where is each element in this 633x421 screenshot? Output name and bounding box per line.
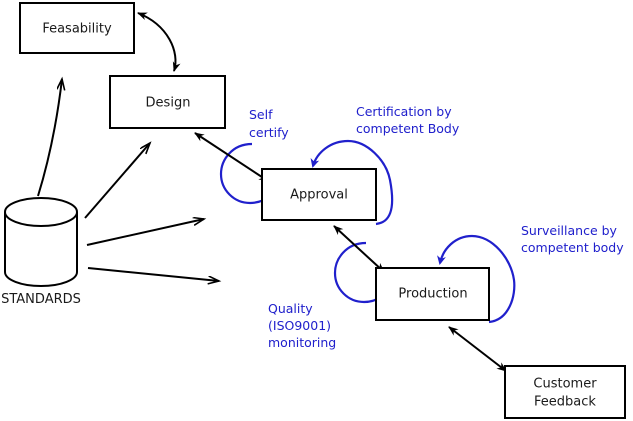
connector-approval-production bbox=[333, 225, 385, 273]
loop-label-self-certify: Self certify bbox=[249, 107, 289, 140]
loop-label-certification-line2: competent Body bbox=[356, 121, 460, 136]
node-production[interactable]: Production bbox=[375, 267, 490, 321]
loop-label-surveillance-line1: Surveillance by bbox=[521, 223, 618, 238]
loop-label-surveillance-by-competent-body: Surveillance by competent body bbox=[521, 223, 624, 255]
connector-design-approval bbox=[194, 132, 269, 182]
loop-label-certification-line1: Certification by bbox=[356, 104, 452, 119]
loop-label-self-certify-line2: certify bbox=[249, 125, 289, 140]
node-approval-label: Approval bbox=[290, 188, 348, 203]
connector-standards-feasability bbox=[37, 79, 62, 197]
node-customer-feedback[interactable]: Customer Feedback bbox=[504, 365, 626, 419]
loop-label-quality-line2: (ISO9001) bbox=[268, 318, 331, 333]
node-feasability-label: Feasability bbox=[42, 22, 112, 37]
loop-label-quality-iso9001-monitoring: Quality (ISO9001) monitoring bbox=[268, 301, 336, 350]
node-customer-feedback-label-line2: Feedback bbox=[534, 395, 596, 410]
node-standards-datastore[interactable]: STANDARDS bbox=[1, 197, 81, 307]
loop-label-quality-line1: Quality bbox=[268, 301, 313, 316]
node-design[interactable]: Design bbox=[109, 75, 226, 129]
loop-surveillance-by-competent-body bbox=[437, 234, 516, 324]
node-production-label: Production bbox=[398, 287, 467, 302]
loop-label-self-certify-line1: Self bbox=[249, 107, 273, 122]
node-feasability[interactable]: Feasability bbox=[19, 2, 135, 54]
loop-label-certification-by-competent-body: Certification by competent Body bbox=[356, 104, 460, 136]
connector-production-customer-feedback bbox=[448, 326, 507, 372]
connector-standards-approval bbox=[86, 219, 204, 246]
connector-standards-production bbox=[87, 267, 219, 281]
node-design-label: Design bbox=[146, 96, 191, 111]
loop-certification-by-competent-body bbox=[310, 139, 394, 226]
connector-standards-design bbox=[84, 143, 150, 219]
node-standards-label: STANDARDS bbox=[1, 292, 81, 307]
node-customer-feedback-label-line1: Customer bbox=[533, 377, 597, 392]
node-approval[interactable]: Approval bbox=[261, 168, 377, 221]
loop-label-surveillance-line2: competent body bbox=[521, 240, 624, 255]
connector-feasability-design bbox=[137, 12, 181, 72]
loop-label-quality-line3: monitoring bbox=[268, 335, 336, 350]
